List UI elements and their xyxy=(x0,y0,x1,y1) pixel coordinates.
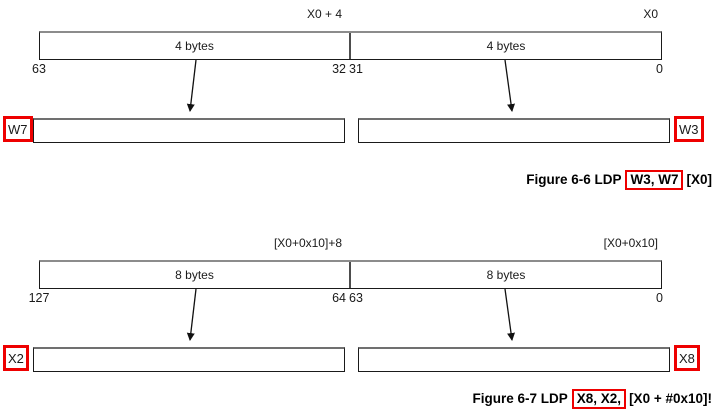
load-arrow-left xyxy=(186,59,197,112)
caption-prefix: Figure 6-7 LDP xyxy=(472,391,568,406)
bit-index-lsb: 0 xyxy=(656,291,663,305)
memory-cell-low: 8 bytes xyxy=(486,268,526,282)
register-box-left xyxy=(33,347,345,372)
caption-highlight-box: W3, W7 xyxy=(625,170,684,190)
figure-ldp-x8-x2: [X0+0x10]+8 [X0+0x10] 8 bytes 8 bytes 12… xyxy=(0,229,717,418)
register-tag-left: X2 xyxy=(3,345,29,371)
bit-index-mid-low: 31 xyxy=(349,62,363,76)
register-tag-right: X8 xyxy=(674,345,700,371)
register-box-right xyxy=(358,118,670,143)
bit-index-lsb: 0 xyxy=(656,62,663,76)
caption-suffix: [X0 + #0x10]! xyxy=(629,391,712,406)
bit-index-mid-low: 63 xyxy=(349,291,363,305)
load-arrow-right xyxy=(504,59,516,112)
memory-cell-high: 4 bytes xyxy=(40,33,351,59)
bit-index-mid-high: 32 xyxy=(332,62,346,76)
register-box-left xyxy=(33,118,345,143)
memory-box: 8 bytes 8 bytes xyxy=(39,260,662,289)
memory-cell-low: 4 bytes xyxy=(486,39,526,53)
figure-ldp-w3-w7: X0 + 4 X0 4 bytes 4 bytes 63 32 31 0 W7 … xyxy=(3,7,712,190)
address-label-low: [X0+0x10] xyxy=(603,236,658,250)
load-arrow-left xyxy=(186,288,197,341)
memory-cell-high: 8 bytes xyxy=(40,262,351,288)
register-box-right xyxy=(358,347,670,372)
address-label-high: [X0+0x10]+8 xyxy=(273,236,342,250)
address-label-high: X0 + 4 xyxy=(306,7,342,21)
register-tag-right: W3 xyxy=(674,116,704,142)
bit-index-msb: 63 xyxy=(32,62,46,76)
bit-index-msb: 127 xyxy=(28,291,50,305)
bit-index-mid-high: 64 xyxy=(332,291,346,305)
memory-box: 4 bytes 4 bytes xyxy=(39,31,662,60)
address-label-low: X0 xyxy=(643,7,658,21)
caption-suffix: [X0] xyxy=(686,172,712,187)
load-arrow-right xyxy=(504,288,516,341)
caption-prefix: Figure 6-6 LDP xyxy=(526,172,622,187)
register-tag-left: W7 xyxy=(3,116,33,142)
caption-highlight-box: X8, X2, xyxy=(571,389,627,409)
